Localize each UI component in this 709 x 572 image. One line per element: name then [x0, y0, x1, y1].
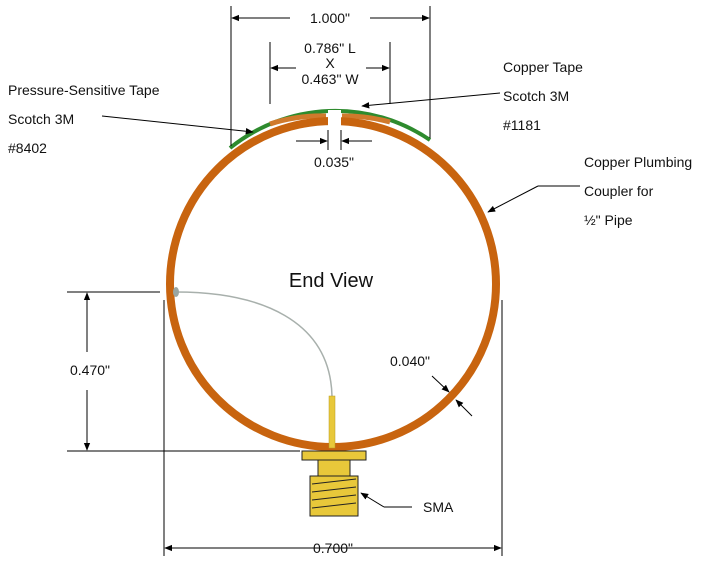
copper-tape-label-2: Scotch 3M	[503, 88, 569, 104]
pressure-tape-label-2: Scotch 3M	[8, 111, 74, 127]
copper-tape-label-3: #1181	[503, 117, 541, 133]
coupler-label-1: Copper Plumbing	[584, 154, 692, 170]
leader-copper-tape	[361, 92, 501, 109]
coupler-label-2: Coupler for	[584, 183, 654, 199]
coupler-label-3: ½" Pipe	[584, 212, 633, 228]
copper-tape-label-1: Copper Tape	[503, 59, 583, 75]
wire-solder-point	[173, 287, 179, 297]
dim-label-gap: 0.035"	[314, 154, 354, 170]
view-title: End View	[289, 270, 374, 292]
pressure-tape-label-1: Pressure-Sensitive Tape	[8, 82, 160, 98]
extension-lines	[67, 6, 503, 556]
dimension-arrows	[83, 14, 502, 552]
dim-label-top-width: 1.000"	[310, 10, 350, 26]
dim-wall-outer	[431, 375, 450, 393]
dim-label-tape-x: X	[325, 55, 335, 71]
dim-label-tape-length: 0.786" L	[304, 40, 356, 56]
ring-gap	[328, 110, 341, 128]
dim-label-wall: 0.040"	[390, 353, 430, 369]
leader-pressure-tape	[101, 115, 254, 135]
sma-label: SMA	[423, 499, 454, 515]
leader-sma-diag	[360, 492, 385, 508]
pressure-tape-label-3: #8402	[8, 140, 47, 156]
dim-label-tape-width: 0.463" W	[301, 71, 359, 87]
dim-wall-inner	[455, 399, 473, 417]
dim-label-diameter: 0.700"	[313, 540, 353, 556]
leader-lines	[101, 92, 580, 508]
copper-tape-left	[269, 113, 327, 127]
coax-wire	[175, 291, 333, 397]
dim-label-height: 0.470"	[70, 362, 110, 378]
sma-connector	[301, 395, 367, 517]
copper-tape-right	[341, 113, 391, 125]
leader-coupler-diag	[487, 185, 539, 213]
